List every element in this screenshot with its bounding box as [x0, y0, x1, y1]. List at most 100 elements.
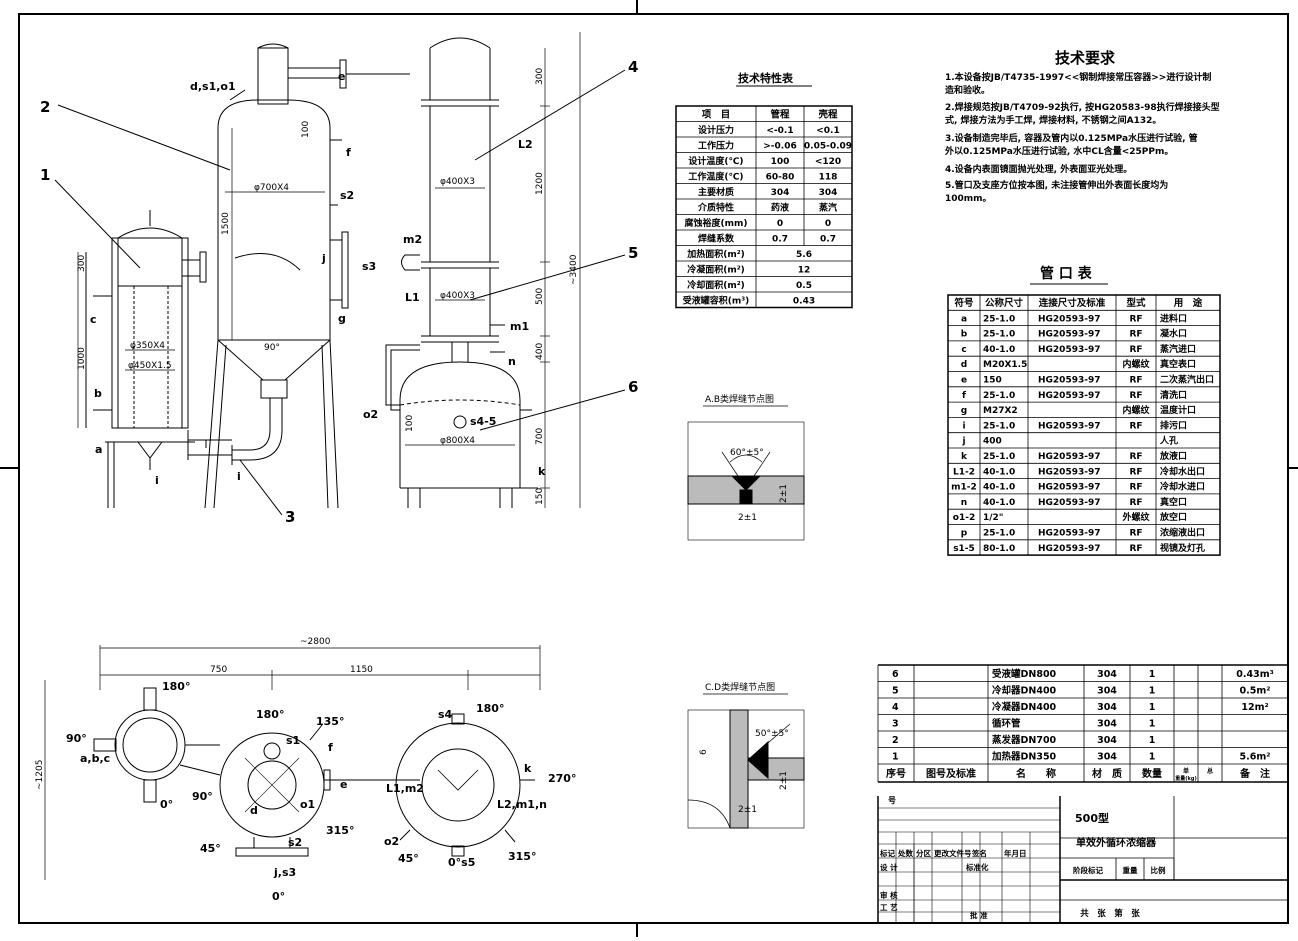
- plan-a270: 270°: [548, 772, 576, 785]
- nozzle-table-cell: 真空口: [1160, 496, 1187, 508]
- nozzle-table-cell: L1-2: [953, 467, 975, 477]
- nozzle-table-cell: b: [961, 330, 968, 340]
- tech-req-line-0: 1.本设备按JB/T4735-1997<<钢制焊接常压容器>>进行设计制: [945, 71, 1211, 83]
- tech-req-line-2: 2.焊接规范按JB/T4709-92执行, 按HG20583-98执行焊接接头型: [945, 101, 1220, 113]
- nozzle-table-cell: RF: [1129, 314, 1142, 324]
- char-table-cell: 设计温度(℃): [688, 155, 743, 167]
- parts-list-cell: 6: [892, 669, 899, 680]
- char-table-cell: 118: [819, 173, 838, 183]
- parts-list-cell: 1: [1149, 735, 1156, 746]
- plan-b0: 0°: [272, 890, 285, 903]
- nozzle-table-cell: 真空表口: [1160, 358, 1196, 370]
- title-block-check: 审 核: [880, 890, 898, 900]
- nozzle-table-cell: HG20593-97: [1038, 345, 1101, 355]
- nozzle-table-cell: RF: [1129, 544, 1142, 554]
- plan-dim-1205: ~1205: [35, 760, 45, 790]
- label-L1: L1: [405, 291, 420, 304]
- parts-list-cell: 304: [1097, 669, 1117, 680]
- char-table-cell: 腐蚀裕度(mm): [685, 217, 748, 229]
- char-table-cell: 工作压力: [698, 140, 734, 152]
- nozzle-table-cell: HG20593-97: [1038, 421, 1101, 431]
- parts-list-cell: 2: [892, 735, 899, 746]
- tech-req-line-6: 4.设备内表面镜面抛光处理, 外表面亚光处理。: [945, 163, 1132, 175]
- nozzle-table-cell: 内螺纹: [1122, 404, 1150, 416]
- nozzle-table-cell: 40-1.0: [983, 498, 1015, 508]
- nozzle-table-cell: 清洗口: [1160, 389, 1187, 401]
- nozzle-table-cell: m1-2: [951, 483, 977, 493]
- nozzle-table-cell: M20X1.5: [983, 360, 1027, 370]
- parts-list-cell: 蒸发器DN700: [992, 734, 1057, 746]
- plan-k: k: [524, 762, 532, 775]
- char-table-cell: 主要材质: [698, 186, 734, 198]
- plan-a90: 90°: [66, 732, 87, 745]
- plan-dim-total: ~2800: [300, 637, 331, 647]
- parts-list-cell: 304: [1097, 686, 1117, 697]
- plan-a0: 0°: [160, 798, 173, 811]
- parts-list-cell: 304: [1097, 752, 1117, 763]
- weld-ab-dim: 2±1: [779, 484, 789, 503]
- weld-detail-cd: C.D类焊缝节点图 50°±5° 2±1 2±1 6: [687, 681, 805, 829]
- title-block-weight: 重量: [1123, 865, 1139, 875]
- nozzle-table-cell: 凝水口: [1160, 328, 1187, 340]
- nozzle-table-cell: RF: [1129, 529, 1142, 539]
- nozzle-table-cell: k: [961, 452, 968, 462]
- nozzle-table-header-cell: 用 途: [1173, 297, 1203, 309]
- dim-r300: 300: [535, 68, 545, 85]
- label-i2: i: [237, 470, 241, 483]
- parts-list-cell: 4: [892, 702, 899, 713]
- tech-req-line-7: 5.管口及支座方位按本图, 未注接管伸出外表面长度均为: [945, 179, 1168, 191]
- plan-s1: s1: [286, 734, 300, 747]
- dim-d450: φ450X1.5: [128, 361, 172, 371]
- nozzle-table-cell: s1-5: [953, 544, 975, 554]
- char-table-cell: 加热面积(m²): [686, 248, 745, 260]
- dim-r1200: 1200: [535, 172, 545, 195]
- parts-list-cell: 加热器DN350: [991, 751, 1057, 763]
- dim-angle90: 90°: [264, 343, 280, 353]
- char-table-cell: 0.7: [772, 235, 788, 245]
- label-s2: s2: [340, 189, 354, 202]
- char-table-cell: 冷却面积(m²): [687, 279, 745, 291]
- plan-L1m2: L1,m2: [386, 782, 424, 795]
- evaporator-dn700: [188, 43, 410, 509]
- callout-6: 6: [628, 378, 638, 396]
- weld-ab-title: A.B类焊缝节点图: [705, 393, 774, 405]
- nozzle-table-cell: RF: [1129, 345, 1142, 355]
- nozzle-table-cell: HG20593-97: [1038, 314, 1101, 324]
- dim-d400b: φ400X3: [440, 291, 475, 301]
- plan-dim-1150: 1150: [350, 665, 373, 675]
- dim-r700: 700: [535, 428, 545, 445]
- dim-d800: φ800X4: [440, 436, 475, 446]
- parts-list-cell: 1: [1149, 719, 1156, 730]
- char-table-cell: 介质特性: [697, 202, 734, 214]
- title-block-name1: 500型: [1075, 811, 1109, 825]
- nozzle-table-cell: RF: [1129, 330, 1142, 340]
- title-block: 号标记处数分区更改文件号签名年月日设 计标准化审 核工 艺批 准500型单效外循…: [877, 796, 1288, 923]
- tech-req-line-5: 外以0.125MPa水压进行试验, 水中CL含量<25PPm。: [944, 145, 1173, 157]
- title-block-sheets: 共 张 第 张: [1080, 908, 1140, 919]
- nozzle-table-cell: 400: [983, 437, 1002, 447]
- char-table-cell: 5.6: [796, 250, 812, 260]
- nozzle-table-cell: HG20593-97: [1038, 544, 1101, 554]
- dim-r400: 400: [535, 343, 545, 360]
- parts-list-header-cell: 重量(kg): [1175, 775, 1196, 782]
- nozzle-table-cell: g: [961, 406, 967, 416]
- char-table-cell: 设计压力: [698, 124, 734, 136]
- weld-ab-gap: 2±1: [738, 513, 757, 523]
- label-d-s1-o1: d,s1,o1: [190, 80, 236, 93]
- nozzle-table-cell: 外螺纹: [1121, 511, 1150, 523]
- nozzle-table-cell: RF: [1129, 391, 1142, 401]
- char-table-cell: 304: [819, 188, 838, 198]
- title-block-design: 设 计: [880, 862, 898, 872]
- weld-cd-gap: 2±1: [738, 805, 757, 815]
- nozzle-table-cell: RF: [1129, 498, 1142, 508]
- parts-list-cell: 5: [892, 686, 899, 697]
- char-table-cell: 工作温度(℃): [688, 171, 743, 183]
- plan-b90: 90°: [192, 790, 213, 803]
- parts-list-cell: 3: [892, 719, 899, 730]
- parts-list-cell: 0.43m³: [1236, 669, 1274, 680]
- label-g: g: [338, 312, 346, 325]
- nozzle-table-cell: 1/2": [983, 513, 1004, 523]
